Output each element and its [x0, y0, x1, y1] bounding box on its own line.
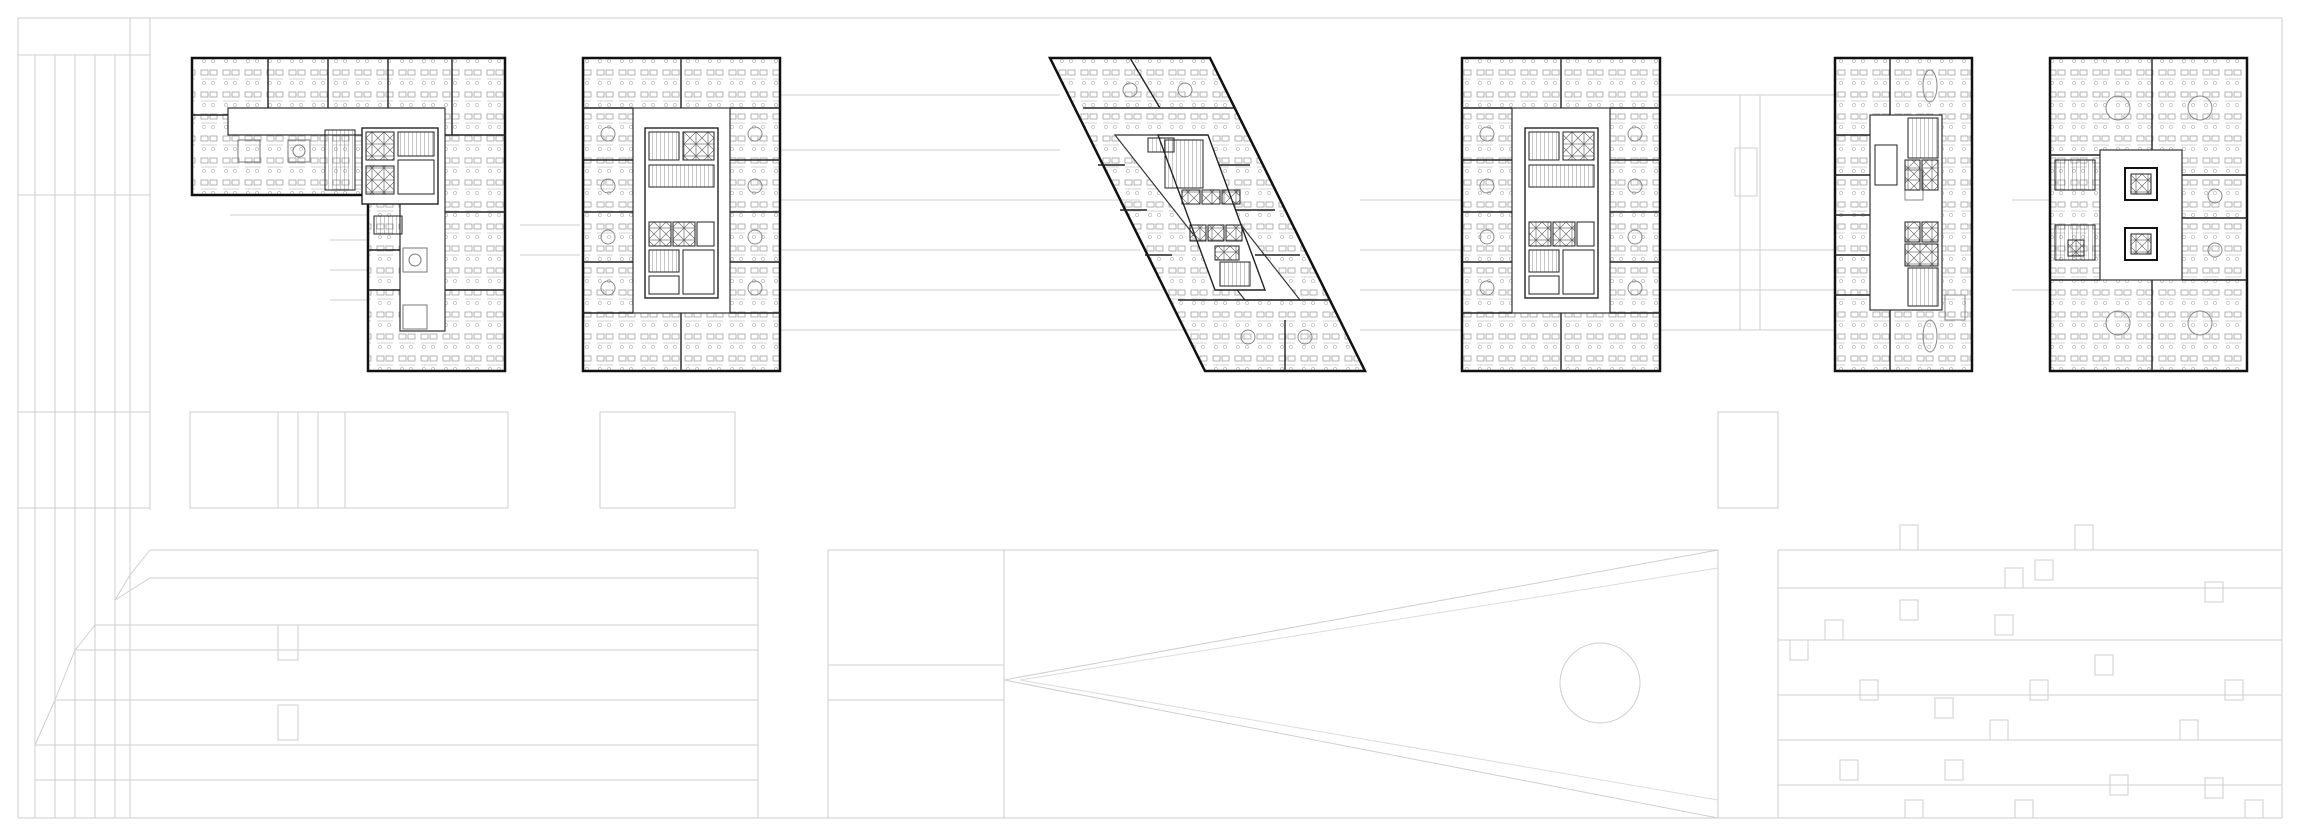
square-core-tower: [2048, 56, 2249, 373]
core-tower-b: [1524, 127, 1599, 299]
core-parallelogram: [1147, 134, 1267, 291]
core-tower-a: [644, 127, 719, 299]
parallelogram-tower: [1047, 56, 1368, 373]
triangular-plaza: [827, 549, 1719, 819]
core-square-tower: [2054, 159, 2158, 261]
building-connectors: [230, 94, 2050, 331]
rectangular-tower-a: [581, 56, 782, 373]
narrow-tower: [1833, 56, 1974, 373]
circular-feature: [1559, 642, 1641, 724]
l-shaped-tower: [190, 56, 507, 373]
podium-boxes: [189, 411, 1779, 509]
stepped-terraces: [34, 549, 759, 818]
core-narrow-tower: [1874, 117, 1939, 307]
rectangular-tower-b: [1460, 56, 1662, 373]
left-edge-strips: [17, 18, 151, 818]
site-context: [17, 17, 2283, 819]
core-l-tower: [324, 127, 439, 235]
scattered-blocks: [1777, 524, 2282, 819]
